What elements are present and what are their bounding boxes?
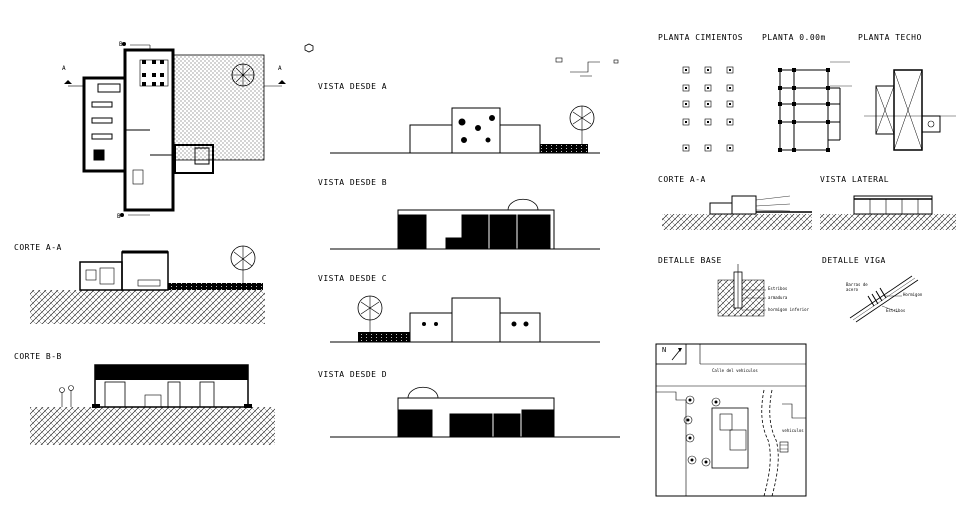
footing-core (729, 87, 731, 89)
section-marker-a-right: A (278, 65, 282, 72)
footing-core (685, 87, 687, 89)
elevation-a (330, 57, 619, 154)
elevation-c (330, 295, 600, 343)
base-note-1: Estribos (768, 286, 788, 291)
footing-mark (726, 66, 734, 74)
title-vista-c: VISTA DESDE C (318, 274, 388, 283)
footing-core (685, 69, 687, 71)
footing-mark (682, 100, 690, 108)
detail-base (717, 264, 766, 317)
footing-core (729, 103, 731, 105)
section-bb (30, 364, 275, 445)
foundation-plan (682, 66, 734, 152)
elevation-b (330, 198, 600, 250)
footing-mark (726, 100, 734, 108)
section-aa-left (30, 245, 265, 324)
section-marker-b-bottom: B (117, 213, 121, 220)
section-marker-a-left: A (62, 65, 66, 72)
detail-beam (849, 275, 919, 323)
footing-core (729, 147, 731, 149)
title-corte-bb: CORTE B-B (14, 352, 62, 361)
site-street-label: Calle del vehiculos (712, 368, 758, 373)
viga-note-3: Barras de acero (846, 282, 868, 292)
viga-note-1: Hormigon (903, 292, 923, 297)
side-view (820, 195, 956, 230)
section-marker-b-top: B (119, 41, 123, 48)
title-planta-000: PLANTA 0.00m (762, 33, 826, 42)
roof-plan (864, 69, 956, 151)
footing-mark (726, 144, 734, 152)
footing-core (707, 147, 709, 149)
viga-note-2: Estribos (886, 308, 906, 313)
footing-mark (726, 118, 734, 126)
title-detalle-base: DETALLE BASE (658, 256, 722, 265)
footing-mark (682, 66, 690, 74)
footing-mark (704, 66, 712, 74)
garden-area (171, 54, 265, 161)
title-planta-techo: PLANTA TECHO (858, 33, 922, 42)
title-vista-b: VISTA DESDE B (318, 178, 388, 187)
footing-core (685, 121, 687, 123)
title-vista-lateral: VISTA LATERAL (820, 175, 890, 184)
site-side-note: vehiculos (782, 428, 804, 433)
footing-mark (682, 144, 690, 152)
site-north-label: N (662, 346, 667, 354)
title-detalle-viga: DETALLE VIGA (822, 256, 886, 265)
floor-plan (64, 42, 314, 217)
title-planta-cimientos: PLANTA CIMIENTOS (658, 33, 744, 42)
footing-core (685, 147, 687, 149)
footing-core (707, 87, 709, 89)
title-vista-d: VISTA DESDE D (318, 370, 388, 379)
title-vista-a: VISTA DESDE A (318, 82, 388, 91)
footing-mark (682, 84, 690, 92)
elevation-d (330, 386, 620, 438)
title-corte-aa-left: CORTE A-A (14, 243, 62, 252)
site-plan (655, 343, 807, 497)
footing-mark (704, 84, 712, 92)
footing-mark (726, 84, 734, 92)
footing-core (707, 69, 709, 71)
footing-core (707, 121, 709, 123)
footing-core (729, 69, 731, 71)
footing-core (707, 103, 709, 105)
section-aa-right (662, 195, 812, 230)
footing-mark (682, 118, 690, 126)
footing-mark (704, 118, 712, 126)
footing-core (729, 121, 731, 123)
base-note-3: hormigon inferior (768, 307, 809, 312)
footing-mark (704, 100, 712, 108)
footing-core (685, 103, 687, 105)
title-corte-aa-right: CORTE A-A (658, 175, 706, 184)
footing-mark (704, 144, 712, 152)
plan-000 (778, 61, 852, 152)
base-note-2: armadura (768, 295, 788, 300)
